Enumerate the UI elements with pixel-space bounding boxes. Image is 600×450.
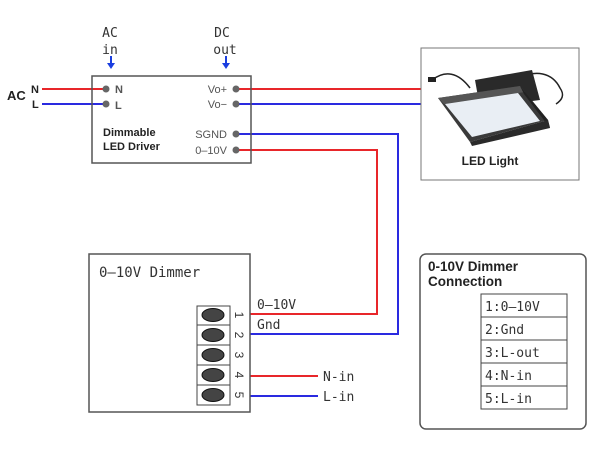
dimmer-screw-2 xyxy=(201,328,225,342)
connection-legend-row: 4:N-in xyxy=(485,369,532,384)
dc-out-header-line1: DC xyxy=(214,26,230,41)
ac-n-label: N xyxy=(31,84,39,96)
terminal-vo-minus xyxy=(232,100,240,108)
dimmer-terminal-block xyxy=(196,305,231,406)
driver-title-line1: Dimmable xyxy=(103,127,156,139)
wire-0-10v xyxy=(236,149,378,315)
dimmer-terminal-number-4: 4 xyxy=(232,372,246,379)
ac-in-header-line1: AC xyxy=(102,26,118,41)
driver-control-0-10v-label: 0–10V xyxy=(195,145,227,157)
ac-in-header-line2: in xyxy=(102,43,118,58)
led-driver-box xyxy=(91,75,252,164)
dimmer-terminal-number-5: 5 xyxy=(232,392,246,399)
terminal-l xyxy=(102,100,110,108)
terminal-sgnd xyxy=(232,130,240,138)
dimmer-terminal-number-2: 2 xyxy=(232,332,246,339)
dimmer-terminal-number-3: 3 xyxy=(232,352,246,359)
dimmer-wire-label-n-in: N-in xyxy=(323,370,354,385)
led-light-label: LED Light xyxy=(462,154,519,168)
dimmer-title: 0–10V Dimmer xyxy=(99,265,200,281)
driver-control-sgnd-label: SGND xyxy=(195,129,227,141)
dc-out-arrow-icon xyxy=(222,56,230,69)
dimmer-screw-1 xyxy=(201,308,225,322)
driver-input-l-label: L xyxy=(115,100,122,112)
driver-output-vo-minus-label: Vo− xyxy=(208,99,227,111)
dimmer-wire-label-l-in: L-in xyxy=(323,390,354,405)
connection-legend-row: 3:L-out xyxy=(485,346,540,361)
dimmer-wire-label-0-10v: 0–10V xyxy=(257,298,296,313)
dimmer-screw-3 xyxy=(201,348,225,362)
driver-output-vo-plus-label: Vo+ xyxy=(208,84,227,96)
terminal-0-10v xyxy=(232,146,240,154)
terminal-n xyxy=(102,85,110,93)
ac-l-label: L xyxy=(32,99,39,111)
connection-legend-title-line1: 0-10V Dimmer xyxy=(428,259,519,274)
connection-legend-table xyxy=(480,293,568,410)
connection-legend-title-line2: Connection xyxy=(428,274,502,289)
driver-title-line2: LED Driver xyxy=(103,141,161,153)
dimmer-screw-4 xyxy=(201,368,225,382)
dimmer-screw-5 xyxy=(201,388,225,402)
dimmer-box xyxy=(88,253,251,413)
ac-source-label: AC xyxy=(7,88,26,103)
connection-legend-row: 5:L-in xyxy=(485,392,532,407)
connection-legend-row: 2:Gnd xyxy=(485,323,524,338)
driver-input-n-label: N xyxy=(115,84,123,96)
dimmer-wire-label-gnd: Gnd xyxy=(257,318,280,333)
floodlight-icon xyxy=(428,70,564,146)
ac-in-arrow-icon xyxy=(107,56,115,69)
connection-legend-row: 1:0–10V xyxy=(485,300,540,315)
wire-sgnd-gnd xyxy=(236,133,399,335)
dc-out-header-line2: out xyxy=(213,43,236,58)
terminal-vo-plus xyxy=(232,85,240,93)
dimmer-terminal-number-1: 1 xyxy=(232,312,246,319)
